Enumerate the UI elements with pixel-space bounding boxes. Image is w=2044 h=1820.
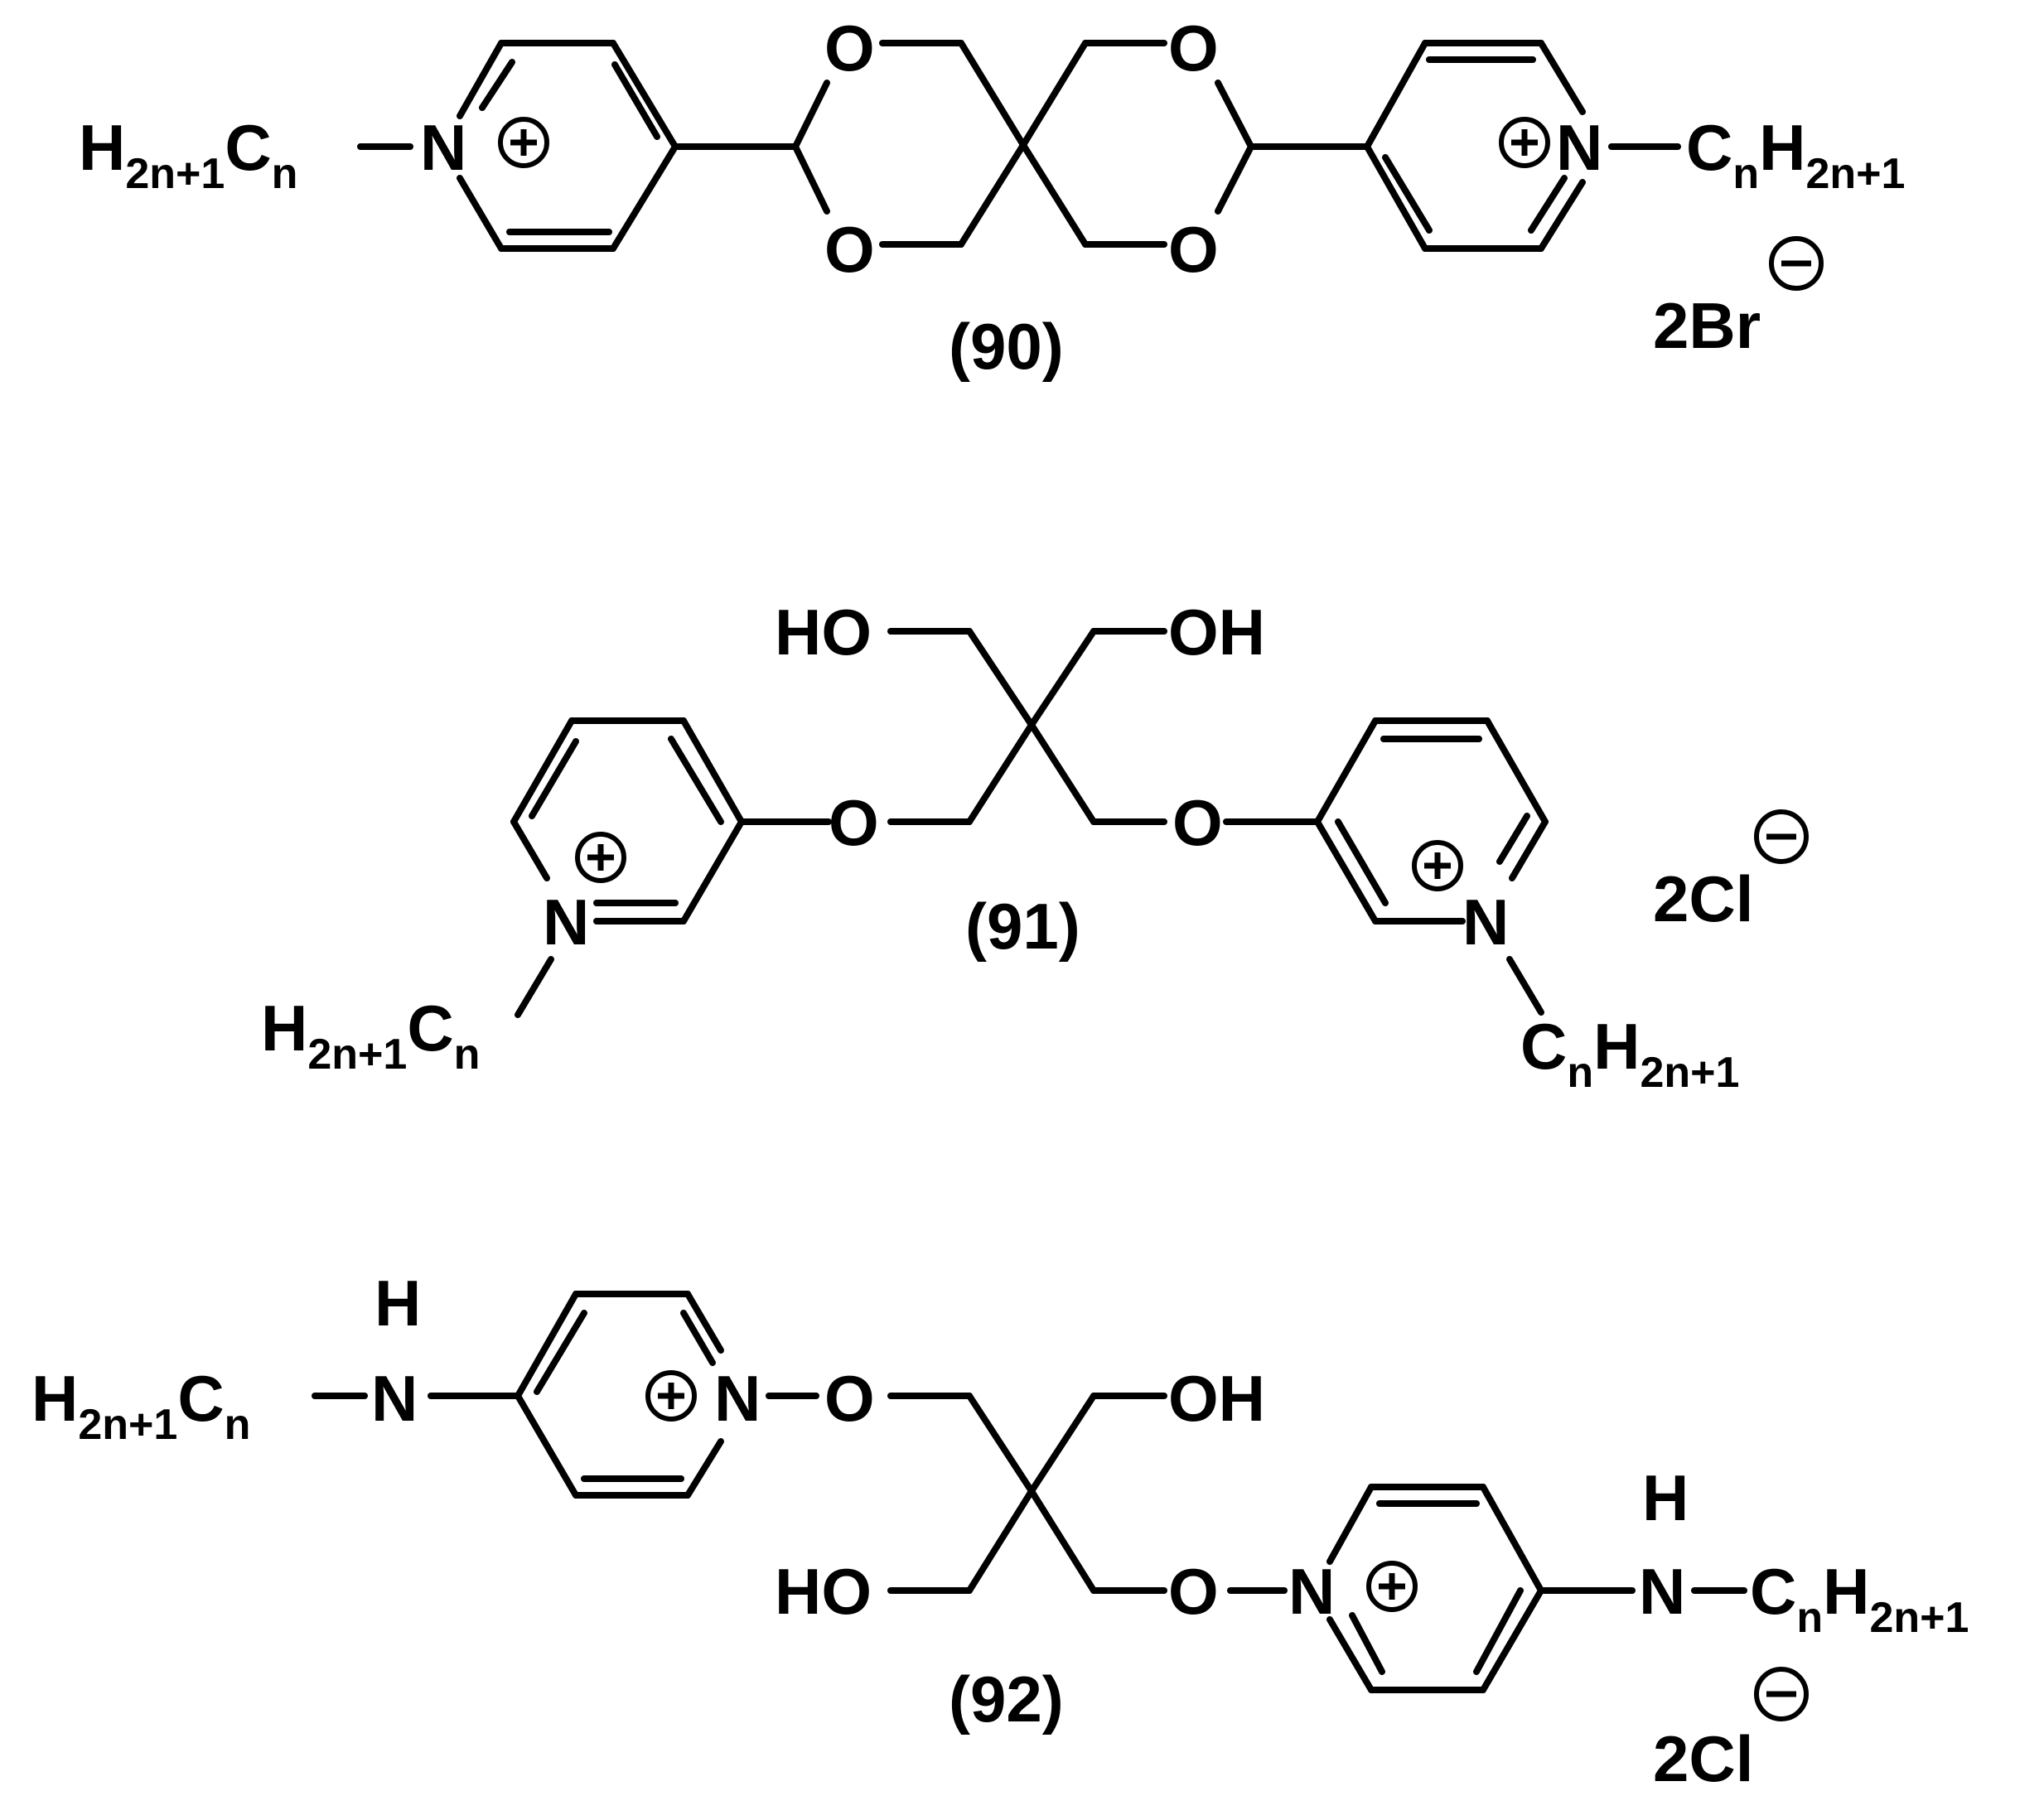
ring-nitrogen-left-90: N: [420, 111, 466, 184]
counterion-90: 2Br: [1653, 289, 1761, 362]
plus-charge-icon: [1412, 840, 1463, 891]
amine-nitrogen-left-92: N: [371, 1362, 418, 1435]
oxygen-atom: O: [1168, 213, 1219, 286]
amine-hydrogen-left-92: H: [374, 1267, 421, 1340]
bond: [1506, 956, 1544, 1016]
plus-charge-icon: [498, 117, 549, 168]
amine-nitrogen-right-92: N: [1639, 1555, 1685, 1628]
pentaerythritol-core-91: [887, 628, 1167, 825]
pyridinium-ring-right-90: [1364, 40, 1586, 252]
plus-charge-icon: [575, 832, 626, 883]
chain-right-92: CnH2n+1: [1750, 1555, 1969, 1642]
oxygen-atom: O: [1168, 12, 1219, 84]
compound-91: HO OH O O: [261, 596, 1809, 1097]
hydroxyl-left-92: HO: [775, 1555, 872, 1628]
pyridinium-ring-right-91: [1314, 717, 1549, 924]
bond: [515, 956, 554, 1018]
pyridinium-ring-left-90: [457, 40, 679, 252]
compound-90: H2n+1Cn N: [79, 12, 1905, 383]
chain-right-91: CnH2n+1: [1520, 1010, 1739, 1097]
ring-nitrogen-left-92: N: [714, 1362, 761, 1435]
ring-nitrogen-right-91: N: [1462, 886, 1509, 958]
hydroxyl-right-91: OH: [1168, 596, 1265, 669]
hydroxyl-right-92: OH: [1168, 1362, 1265, 1435]
plus-charge-icon: [1499, 117, 1550, 168]
ether-oxygen-right-91: O: [1172, 786, 1223, 859]
n-oxide-oxygen-left-92: O: [824, 1362, 875, 1435]
compound-label-92: (92): [949, 1663, 1064, 1736]
chain-left-90: H2n+1Cn: [79, 111, 297, 198]
hydroxyl-left-91: HO: [775, 596, 872, 669]
chain-right-90: CnH2n+1: [1686, 111, 1905, 198]
compound-label-90: (90): [949, 310, 1064, 383]
plus-charge-icon: [645, 1370, 697, 1422]
minus-charge-icon: [1769, 236, 1824, 291]
pentaerythritol-core-92: [887, 1393, 1167, 1594]
oxygen-atom: O: [824, 12, 875, 84]
compound-92: H2n+1Cn N H N O: [31, 1267, 1969, 1795]
n-oxide-oxygen-right-92: O: [1168, 1555, 1219, 1628]
minus-charge-icon: [1754, 809, 1809, 864]
ring-nitrogen-right-90: N: [1556, 111, 1602, 184]
pyridinium-ring-right-92: [1326, 1484, 1544, 1693]
counterion-92: 2Cl: [1653, 1722, 1753, 1795]
ring-nitrogen-left-91: N: [543, 886, 589, 958]
oxygen-atom: O: [824, 213, 875, 286]
chain-left-92: H2n+1Cn: [31, 1362, 250, 1449]
amine-hydrogen-right-92: H: [1642, 1461, 1689, 1534]
ether-oxygen-left-91: O: [829, 786, 879, 859]
pyridinium-ring-left-92: [515, 1291, 724, 1499]
pyridinium-ring-left-91: [510, 717, 745, 924]
spiro-dioxane-core-90: [792, 40, 1254, 248]
chain-left-91: H2n+1Cn: [261, 992, 480, 1079]
minus-charge-icon: [1754, 1667, 1809, 1721]
counterion-91: 2Cl: [1653, 862, 1753, 935]
compound-label-91: (91): [965, 890, 1080, 963]
plus-charge-icon: [1366, 1561, 1418, 1612]
ring-nitrogen-right-92: N: [1288, 1555, 1335, 1628]
